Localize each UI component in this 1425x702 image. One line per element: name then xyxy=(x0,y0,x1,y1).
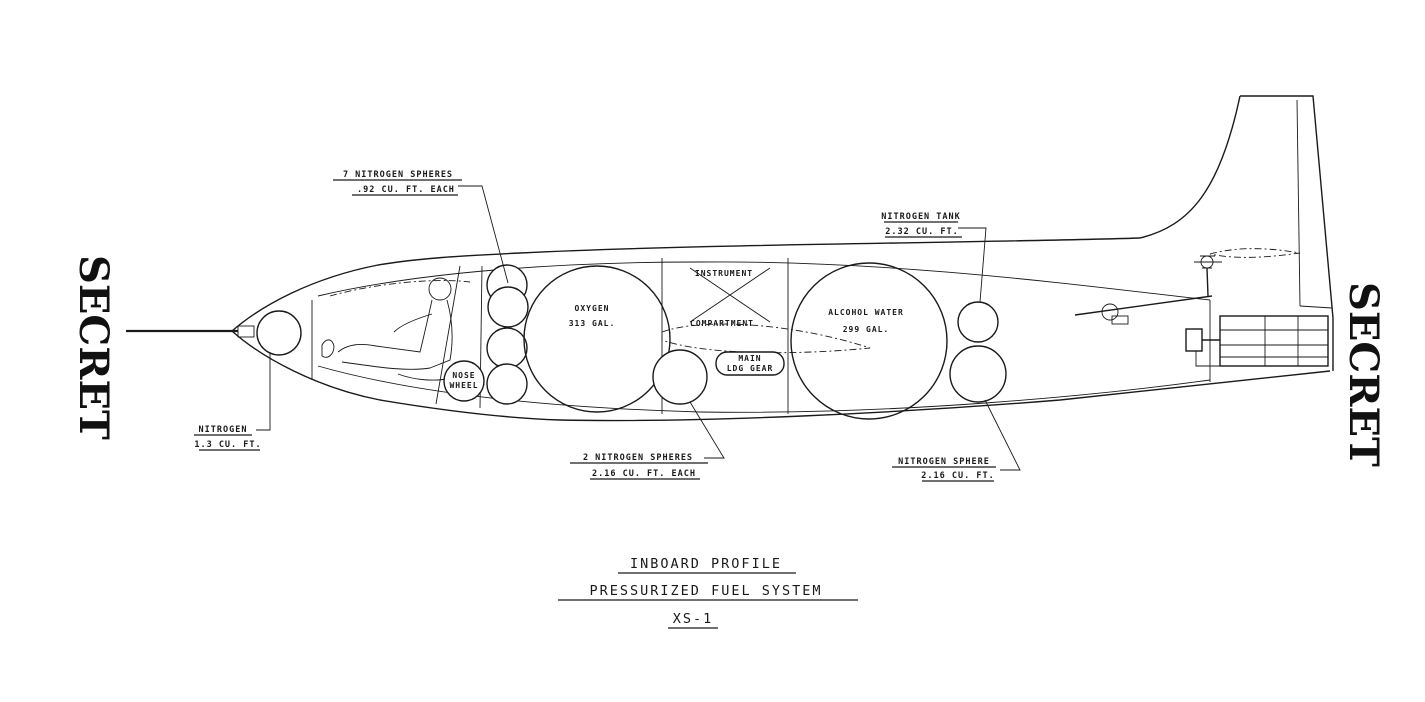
callout-nitrogen-nose: NITROGEN 1.3 CU. FT. xyxy=(194,425,261,451)
nose-boom xyxy=(126,325,255,338)
callout-nose-line2: 1.3 CU. FT. xyxy=(194,440,261,450)
nose-wheel-label-2: WHEEL xyxy=(449,381,478,390)
nitrogen-spheres-group-7 xyxy=(486,264,529,405)
main-gear-label-1: MAIN xyxy=(738,354,761,363)
title-line-1: INBOARD PROFILE xyxy=(630,556,782,572)
pilot-figure xyxy=(321,277,471,381)
instrument-compartment: INSTRUMENT COMPARTMENT xyxy=(690,269,754,328)
alcohol-water-label: ALCOHOL WATER xyxy=(828,308,904,317)
callout-nitrogen-tank: NITROGEN TANK 2.32 CU. FT. xyxy=(881,212,962,238)
nose-wheel: NOSE WHEEL xyxy=(443,360,485,402)
nitrogen-sphere-2 xyxy=(652,349,708,405)
secret-stamp-left: SECRET xyxy=(70,255,117,440)
main-landing-gear: MAIN LDG GEAR xyxy=(715,351,785,376)
callout-tank-line1: NITROGEN TANK xyxy=(881,212,961,222)
callout-sphere-line2: 2.16 CU. FT. xyxy=(921,471,994,481)
wing-section xyxy=(661,248,1301,354)
fuselage-outline xyxy=(231,95,1334,422)
main-gear-label-2: LDG GEAR xyxy=(727,364,774,373)
nitrogen-sphere-aft xyxy=(949,345,1007,403)
oxygen-capacity: 313 GAL. xyxy=(569,319,616,328)
instrument-label: INSTRUMENT xyxy=(695,269,753,278)
alcohol-water-capacity: 299 GAL. xyxy=(843,325,890,334)
callout-tank-line2: 2.32 CU. FT. xyxy=(885,227,958,237)
oxygen-tank: OXYGEN 313 GAL. xyxy=(523,265,671,413)
callout-nose-line1: NITROGEN xyxy=(199,425,248,435)
callout-sphere-line1: NITROGEN SPHERE xyxy=(898,457,990,467)
callout-2-line2: 2.16 CU. FT. EACH xyxy=(592,469,696,479)
nitrogen-sphere xyxy=(486,327,528,369)
compartment-label: COMPARTMENT xyxy=(690,319,754,328)
callout-7-line2: .92 CU. FT. EACH xyxy=(357,185,455,195)
leader-lines xyxy=(256,185,1021,471)
oxygen-label: OXYGEN xyxy=(575,304,610,313)
callout-7-line1: 7 NITROGEN SPHERES xyxy=(343,170,453,180)
nitrogen-tank xyxy=(957,301,999,343)
nitrogen-sphere xyxy=(486,363,528,405)
callout-2-line1: 2 NITROGEN SPHERES xyxy=(583,453,693,463)
alcohol-water-tank: ALCOHOL WATER 299 GAL. xyxy=(790,262,948,420)
secret-stamp-right: SECRET xyxy=(1340,282,1387,467)
callout-7-nitrogen-spheres: 7 NITROGEN SPHERES .92 CU. FT. EACH xyxy=(333,170,462,196)
nitrogen-sphere xyxy=(487,286,529,328)
callout-nitrogen-sphere: NITROGEN SPHERE 2.16 CU. FT. xyxy=(892,457,996,482)
title-block: INBOARD PROFILE PRESSURIZED FUEL SYSTEM … xyxy=(558,556,858,629)
callout-2-nitrogen-spheres: 2 NITROGEN SPHERES 2.16 CU. FT. EACH xyxy=(570,453,708,480)
nose-wheel-label-1: NOSE xyxy=(452,371,475,380)
nose-nitrogen-sphere xyxy=(256,310,302,356)
title-line-2: PRESSURIZED FUEL SYSTEM xyxy=(590,583,823,599)
title-line-3: XS-1 xyxy=(673,611,714,627)
rocket-engine xyxy=(1185,315,1329,367)
tail-control-linkage xyxy=(1074,255,1222,325)
